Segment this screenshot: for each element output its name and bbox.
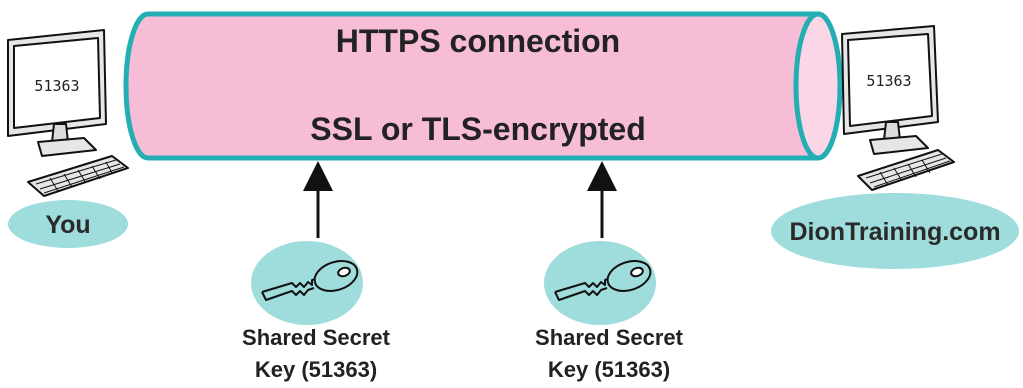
right-key-label-line2: Key (51363) [548,357,670,382]
right-screen-text: 51363 [866,72,911,90]
dion-label-bubble [771,193,1019,269]
right-shared-key: Shared Secret Key (51363) [535,161,684,382]
https-tunnel: HTTPS connection SSL or TLS-encrypted [123,11,843,161]
key-icon [554,260,652,301]
left-key-label-line1: Shared Secret [242,325,391,350]
key-icon [261,260,359,301]
computer-icon [7,29,129,197]
tunnel-subtitle: SSL or TLS-encrypted [310,111,645,147]
left-computer: 51363 You [7,29,129,248]
you-label-bubble [8,200,128,248]
tunnel-title: HTTPS connection [336,23,620,59]
computer-icon [841,25,955,191]
tunnel-end-cap [793,11,843,161]
you-label: You [45,211,90,239]
right-computer: 51363 DionTraining.com [771,25,1019,269]
dion-label: DionTraining.com [789,218,1000,246]
right-key-label-line1: Shared Secret [535,325,684,350]
left-key-label-line2: Key (51363) [255,357,377,382]
left-shared-key: Shared Secret Key (51363) [242,161,391,382]
left-screen-text: 51363 [34,77,79,95]
